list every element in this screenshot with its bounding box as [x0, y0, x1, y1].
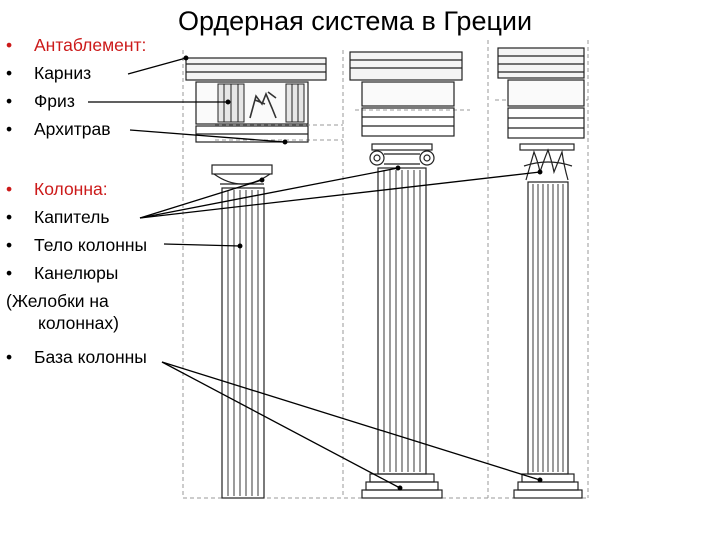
- list-item-label: Карниз: [34, 62, 91, 84]
- list-item-label: Капитель: [34, 206, 109, 228]
- ionic-volute-right: [420, 151, 434, 165]
- list-item-label: Тело колонны: [34, 234, 147, 256]
- pointer-lines: [88, 56, 542, 490]
- list-item-label: Колонна:: [34, 178, 108, 200]
- ionic-volute-left: [370, 151, 384, 165]
- corinthian-frieze: [508, 80, 584, 106]
- ionic-base: [370, 474, 434, 482]
- ionic-frieze: [362, 82, 454, 106]
- doric-cornice: [186, 58, 326, 80]
- bullet: •: [6, 206, 20, 228]
- bullet: •: [6, 178, 20, 200]
- bullet: •: [6, 346, 20, 368]
- corinthian-architrave: [508, 108, 584, 138]
- list-item-label: Канелюры: [34, 262, 118, 284]
- corinthian-cornice: [498, 48, 584, 78]
- acanthus-leaves: [526, 150, 568, 180]
- corinthian-base: [522, 474, 574, 482]
- list-item-label: База колонны: [34, 346, 147, 368]
- note-line-2: колоннах): [6, 312, 119, 334]
- bullet: •: [6, 62, 20, 84]
- corinthian-order: [498, 48, 584, 498]
- list-item-label: Архитрав: [34, 118, 111, 140]
- bullet: •: [6, 234, 20, 256]
- ionic-cornice: [350, 52, 462, 80]
- ionic-order: [350, 52, 462, 498]
- page-title: Ордерная система в Греции: [178, 4, 532, 38]
- doric-order: [186, 58, 326, 498]
- note-line-1: (Желобки на: [6, 291, 109, 311]
- flutes-note: (Желобки на колоннах): [6, 290, 119, 334]
- bullet: •: [6, 34, 20, 56]
- list-item-label: Фриз: [34, 90, 75, 112]
- list-item-label: Антаблемент:: [34, 34, 146, 56]
- bullet: •: [6, 90, 20, 112]
- ionic-architrave: [362, 108, 454, 136]
- bullet: •: [6, 262, 20, 284]
- bullet: •: [6, 118, 20, 140]
- doric-abacus: [212, 165, 272, 174]
